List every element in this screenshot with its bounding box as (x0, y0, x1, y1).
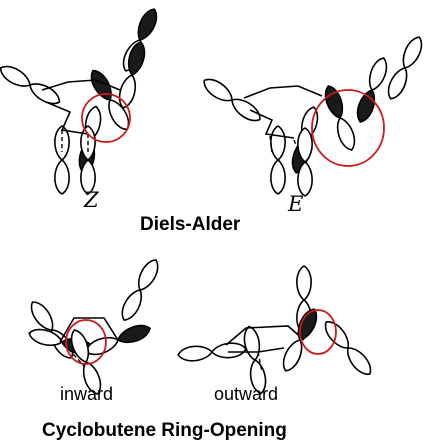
outward-bonds (225, 325, 305, 373)
z-isomer-label: Z (84, 188, 99, 212)
outward-overlap-ellipse (299, 309, 337, 355)
inward-structure (25, 255, 164, 398)
e-diene-bonds (243, 85, 323, 157)
cyclobutene-heading: Cyclobutene Ring-Opening (42, 420, 287, 441)
z-diene-orbital-lobes (0, 5, 162, 195)
e-diene-structure (199, 33, 427, 197)
e-diene-orbital-lobes (199, 33, 427, 197)
z-overlap-circle (81, 93, 131, 143)
e-isomer-label: E (288, 192, 304, 216)
inward-orbital-lobes (25, 255, 164, 398)
outward-label: outward (214, 384, 279, 404)
outward-orbital-lobes (176, 265, 377, 396)
diels-alder-heading: Diels-Alder (140, 214, 241, 235)
e-overlap-ellipse (311, 89, 385, 167)
z-diene-structure (0, 5, 162, 195)
inward-overlap-ellipse (65, 319, 107, 365)
z-diene-bonds (41, 79, 121, 152)
inward-label: inward (60, 384, 114, 404)
outward-structure (176, 265, 377, 396)
